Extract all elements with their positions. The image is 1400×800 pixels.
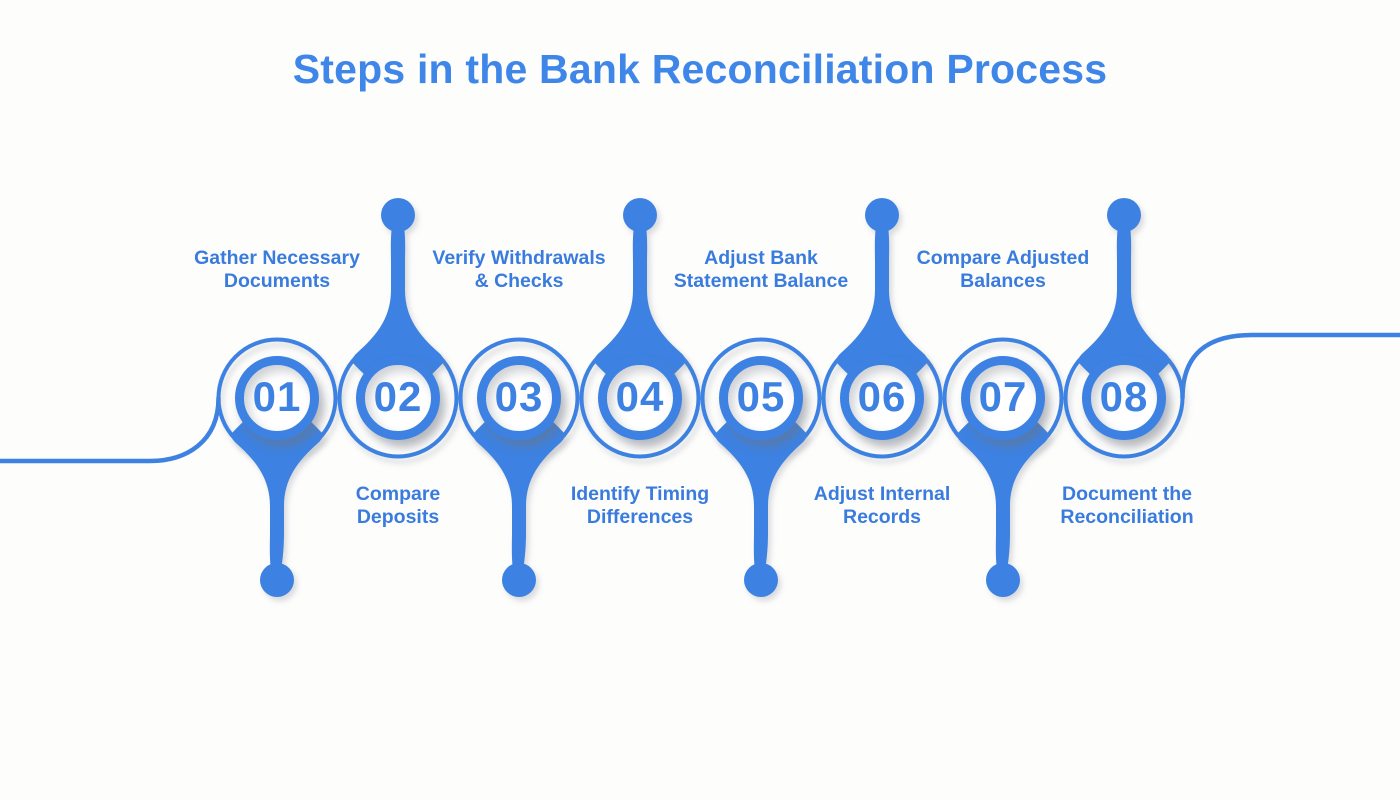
stem-down-1 [231, 398, 323, 578]
timeline-dot-above-6 [865, 198, 899, 232]
stem-down-5 [715, 398, 807, 578]
timeline-dot-above-4 [623, 198, 657, 232]
timeline-dot-below-1 [260, 563, 294, 597]
step-circle-3: 03 [477, 356, 561, 440]
timeline-dot-below-7 [986, 563, 1020, 597]
step-label-3: Verify Withdrawals& Checks [432, 247, 606, 292]
stem-up-6 [836, 218, 928, 398]
stem-up-4 [594, 218, 686, 398]
step-circle-6: 06 [840, 356, 924, 440]
step-number-5: 05 [736, 373, 786, 420]
connector-line-left [0, 395, 221, 464]
step-number-8: 08 [1099, 373, 1149, 420]
timeline-dot-below-3 [502, 563, 536, 597]
step-circle-2: 02 [356, 356, 440, 440]
step-number-1: 01 [252, 373, 302, 420]
step-number-2: 02 [373, 373, 423, 420]
stem-up-8 [1078, 218, 1170, 398]
connector-line-right [1180, 332, 1400, 401]
step-number-7: 07 [978, 373, 1028, 420]
step-circle-4: 04 [598, 356, 682, 440]
timeline-dot-above-2 [381, 198, 415, 232]
stem-up-2 [352, 218, 444, 398]
page-title: Steps in the Bank Reconciliation Process [292, 46, 1108, 92]
timeline-dot-below-5 [744, 563, 778, 597]
timeline-dot-above-8 [1107, 198, 1141, 232]
stem-down-3 [473, 398, 565, 578]
step-circle-1: 01 [235, 356, 319, 440]
stem-down-7 [957, 398, 1049, 578]
step-number-4: 04 [615, 373, 665, 420]
step-circle-8: 08 [1082, 356, 1166, 440]
step-circle-5: 05 [719, 356, 803, 440]
step-number-6: 06 [857, 373, 907, 420]
step-circle-7: 07 [961, 356, 1045, 440]
step-number-3: 03 [494, 373, 544, 420]
